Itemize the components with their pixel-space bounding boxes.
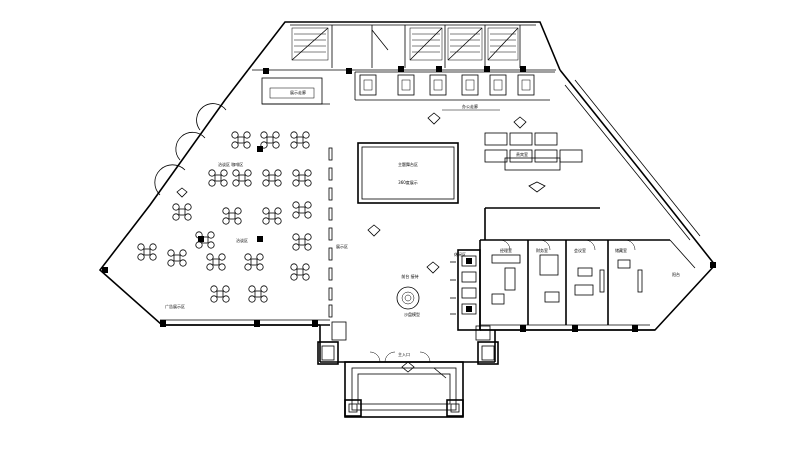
office-3-label: 会议室	[574, 247, 586, 253]
table-cluster	[137, 243, 157, 261]
entrance-label: 主入口	[398, 351, 410, 357]
table-cluster	[222, 207, 242, 225]
table-cluster	[208, 169, 228, 187]
east-offices: 经理室 财务室 会议室 储藏室 阳台	[479, 207, 696, 330]
vip-label: 贵宾室	[516, 151, 528, 157]
north-booths	[359, 74, 535, 96]
north-strip-label: 展示走廊	[290, 89, 306, 95]
balcony-label: 阳台	[672, 271, 680, 277]
table-cluster	[262, 207, 282, 225]
table-cluster	[292, 233, 312, 251]
seating-south-label: 广告展示区	[165, 303, 185, 309]
table-cluster	[262, 169, 282, 187]
dashed-partition	[328, 147, 333, 318]
table-cluster	[290, 131, 310, 149]
corridor-label: 办公走廊	[462, 103, 478, 109]
seating-north-label: 洽谈区 咖啡区	[218, 161, 243, 167]
table-cluster	[167, 249, 187, 267]
info-panel-label: 展示区	[336, 243, 348, 249]
model-display-label: 沙盘模型	[404, 311, 420, 317]
office-4-label: 储藏室	[615, 247, 627, 253]
table-cluster	[260, 131, 280, 149]
table-cluster	[206, 253, 226, 271]
table-cluster	[195, 231, 215, 249]
seating-clusters	[137, 131, 312, 303]
stage-label-primary: 主题舞台区	[398, 161, 418, 167]
table-cluster	[248, 285, 268, 303]
table-cluster	[210, 285, 230, 303]
vip-sofa-set: 贵宾室	[484, 132, 583, 193]
office-1-label: 经理室	[500, 247, 512, 253]
office-2-label: 财务室	[536, 247, 548, 253]
outer-walls	[98, 21, 717, 331]
stage-label-secondary: 360度展示	[398, 179, 418, 185]
table-cluster	[292, 201, 312, 219]
reception-area: 前台 接待 沙盘模型 休闲区	[396, 249, 481, 331]
table-cluster	[232, 169, 252, 187]
sofa-area-label: 休闲区	[454, 251, 466, 257]
table-cluster	[292, 169, 312, 187]
table-cluster	[172, 203, 192, 221]
north-wing: 展示走廊 办公走廊	[261, 25, 555, 111]
reception-label: 前台 接待	[401, 273, 418, 279]
structural-columns	[102, 66, 716, 332]
table-cluster	[231, 131, 251, 149]
table-cluster	[244, 253, 264, 271]
seating-center-label: 洽谈区	[236, 237, 248, 243]
stage-area: 主题舞台区 360度展示	[357, 142, 459, 204]
stair-hatching	[291, 27, 519, 61]
bay-window-arcs	[154, 103, 227, 196]
entrance-portico: 主入口	[317, 321, 499, 418]
table-cluster	[290, 263, 310, 281]
floor-markers	[176, 112, 527, 373]
